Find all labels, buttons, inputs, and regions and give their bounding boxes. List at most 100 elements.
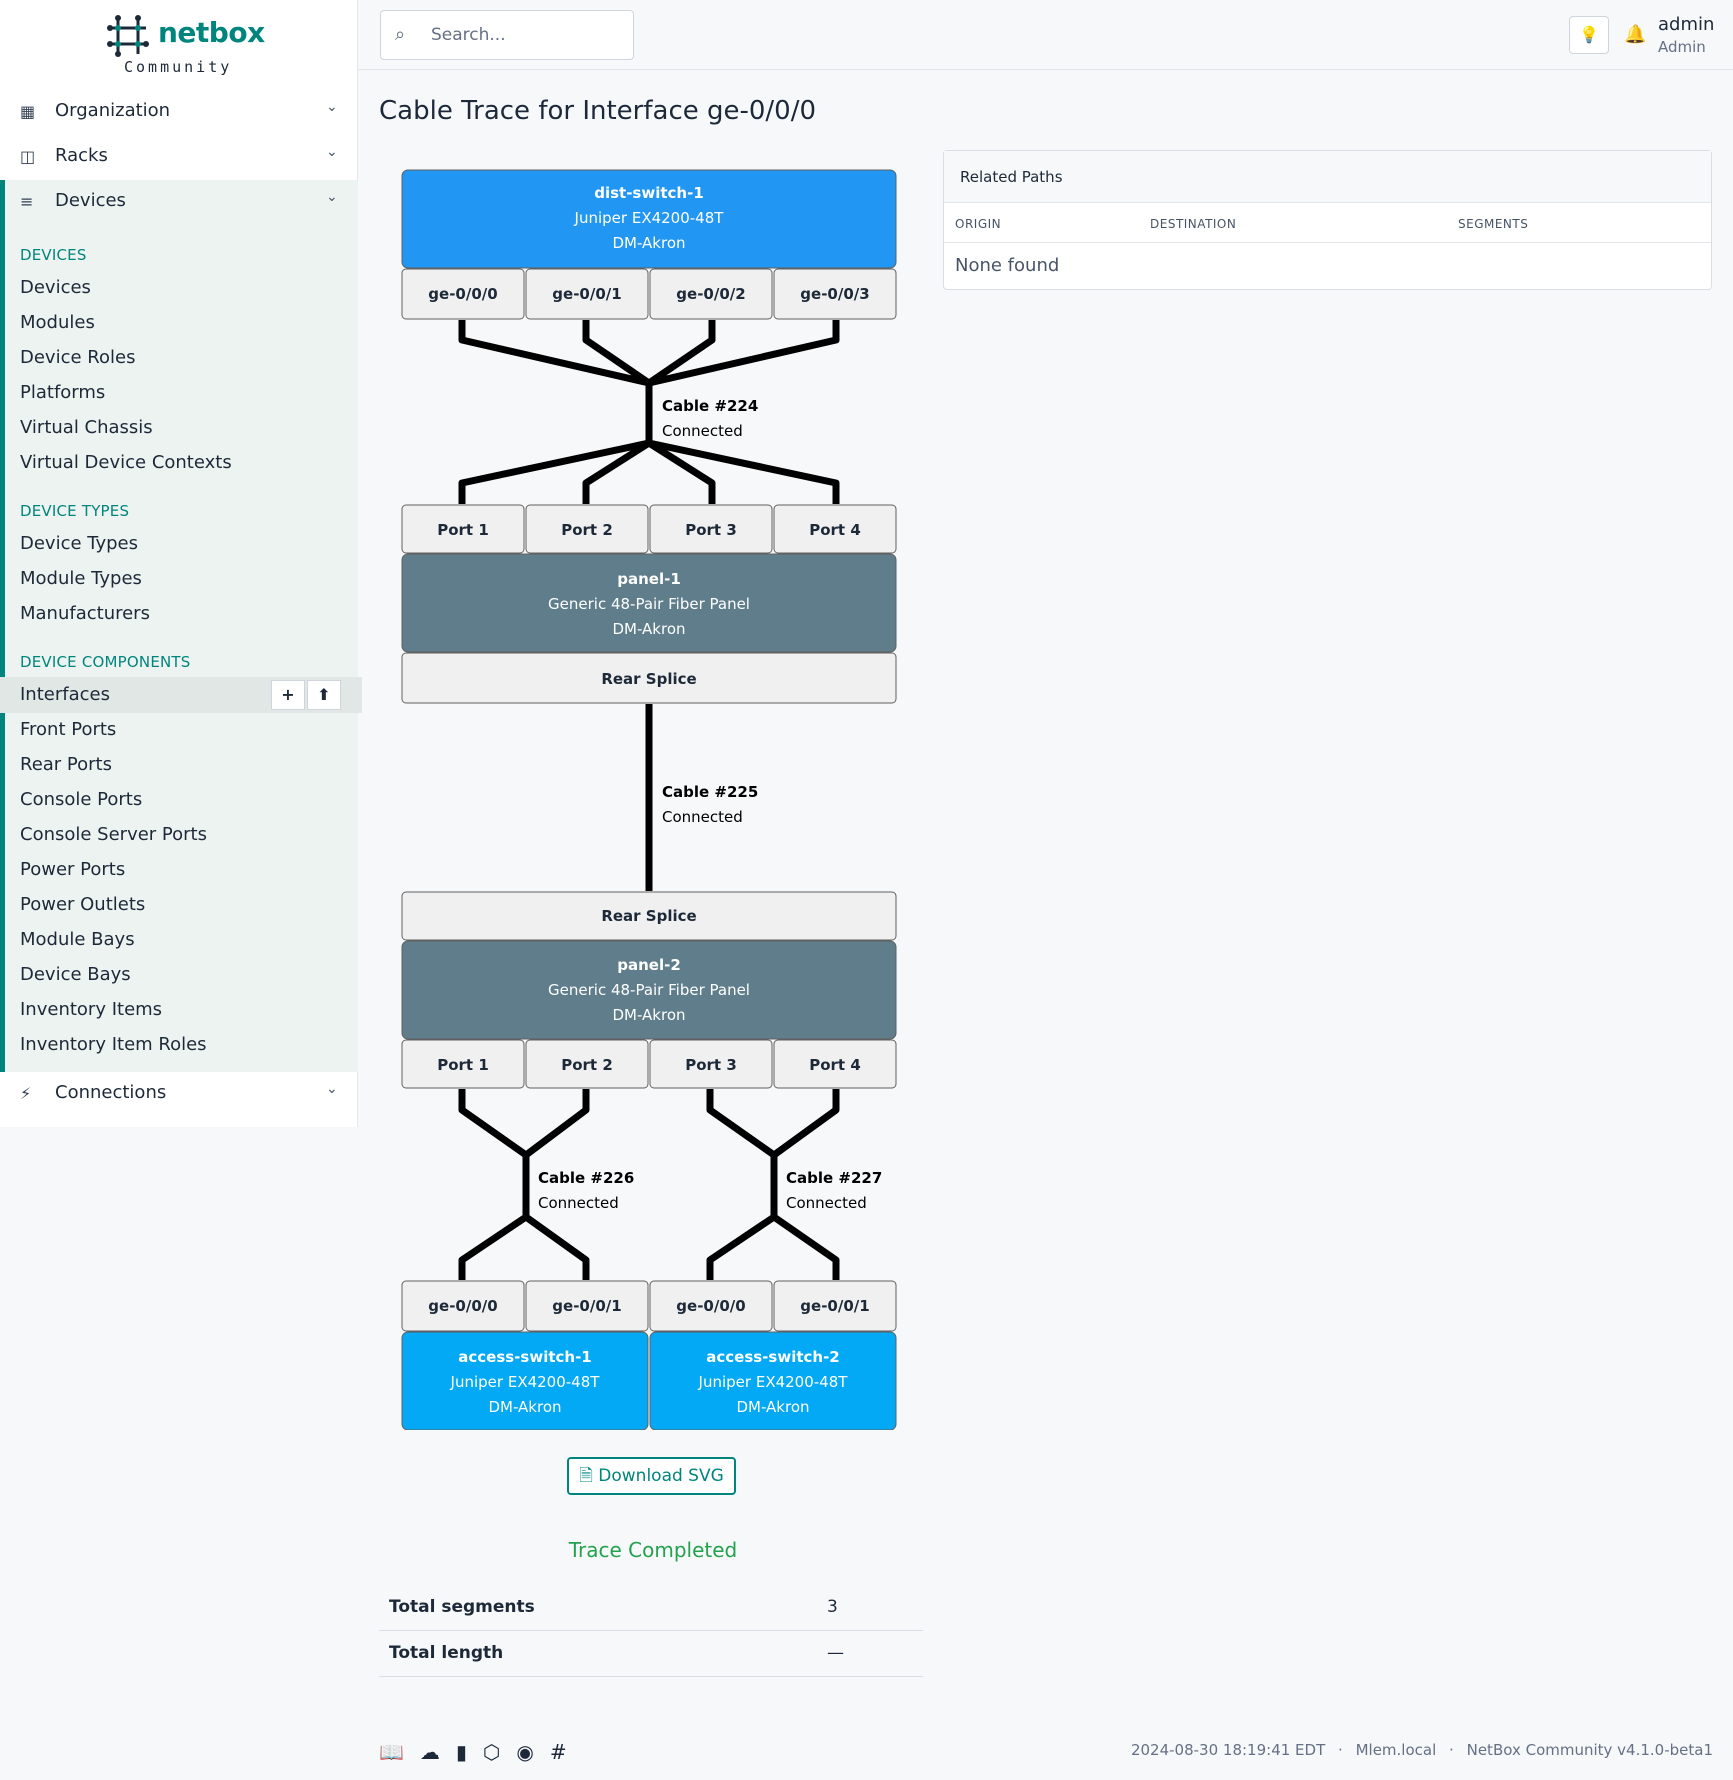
nav-item-virtual-device-contexts[interactable]: Virtual Device Contexts (20, 452, 232, 473)
device-dist-switch-1[interactable] (401, 169, 897, 269)
footer-version: NetBox Community v4.1.0-beta1 (1466, 1741, 1713, 1759)
nav-organization[interactable]: ▦ Organization ⌄ (0, 90, 358, 134)
nav-item-interfaces[interactable]: Interfaces (20, 684, 110, 705)
panel-2-port-2[interactable] (525, 1039, 649, 1089)
nav-item-inventory-items[interactable]: Inventory Items (20, 999, 163, 1020)
port-label: Port 3 (685, 521, 737, 539)
nav-item-platforms[interactable]: Platforms (20, 382, 106, 403)
nav-item-devices[interactable]: Devices (20, 277, 91, 298)
port-ge-0-0-1[interactable] (525, 268, 649, 320)
cable-227-label[interactable]: Cable #227 (786, 1169, 882, 1187)
user-name[interactable]: admin (1658, 14, 1715, 35)
panel-1-port-2[interactable] (525, 504, 649, 554)
related-paths-header: Related Paths (944, 151, 1711, 203)
bookmark-icon[interactable]: ▮ (455, 1740, 467, 1764)
nav-item-power-outlets[interactable]: Power Outlets (20, 894, 146, 915)
nav-item-device-bays[interactable]: Device Bays (20, 964, 131, 985)
port-label: ge-0/0/2 (676, 285, 745, 303)
cable-226-label[interactable]: Cable #226 (538, 1169, 634, 1187)
panel-1-rear-splice[interactable] (401, 652, 897, 704)
device-panel-2[interactable] (401, 940, 897, 1040)
building-icon: ▦ (20, 102, 36, 121)
access-2-port-ge-0-0-0[interactable] (649, 1280, 773, 1332)
nav-item-inventory-item-roles[interactable]: Inventory Item Roles (20, 1034, 207, 1055)
nav-item-module-bays[interactable]: Module Bays (20, 929, 135, 950)
access-1-port-ge-0-0-1[interactable] (525, 1280, 649, 1332)
panel-1-port-1[interactable] (401, 504, 525, 554)
panel-1-port-4[interactable] (773, 504, 897, 554)
device-site: DM-Akron (612, 1006, 685, 1024)
rear-splice-label: Rear Splice (601, 670, 696, 688)
search-input[interactable]: ⌕ Search... (380, 10, 634, 60)
nav-devices[interactable]: ≡ Devices ⌄ (0, 180, 358, 224)
device-type: Generic 48-Pair Fiber Panel (548, 981, 750, 999)
nav-item-front-ports[interactable]: Front Ports (20, 719, 117, 740)
brand-logo[interactable]: netbox Community (104, 12, 265, 80)
device-site: DM-Akron (488, 1398, 561, 1416)
nav-racks-label: Racks (55, 145, 108, 166)
nav-devices-label: Devices (55, 190, 126, 211)
import-interfaces-button[interactable]: ⬆ (307, 680, 341, 710)
cloud-icon[interactable]: ☁ (419, 1740, 440, 1764)
port-ge-0-0-2[interactable] (649, 268, 773, 320)
panel-2-rear-splice[interactable] (401, 891, 897, 941)
nav-item-device-roles[interactable]: Device Roles (20, 347, 136, 368)
summary-row: Total segments 3 (379, 1585, 923, 1631)
port-label: Port 4 (809, 521, 861, 539)
user-role: Admin (1658, 38, 1706, 56)
column-destination: DESTINATION (1150, 217, 1237, 231)
panel-2-port-1[interactable] (401, 1039, 525, 1089)
access-1-port-ge-0-0-0[interactable] (401, 1280, 525, 1332)
panel-2-port-3[interactable] (649, 1039, 773, 1089)
nav-item-console-ports[interactable]: Console Ports (20, 789, 143, 810)
summary-row: Total length — (379, 1631, 923, 1677)
cable-227-wires[interactable] (706, 1089, 840, 1280)
nav-item-modules[interactable]: Modules (20, 312, 95, 333)
nav-item-module-types[interactable]: Module Types (20, 568, 142, 589)
cable-225-label[interactable]: Cable #225 (662, 783, 758, 801)
panel-1-port-3[interactable] (649, 504, 773, 554)
nav-item-device-types[interactable]: Device Types (20, 533, 139, 554)
cable-224-label[interactable]: Cable #224 (662, 397, 758, 415)
nav-item-console-server-ports[interactable]: Console Server Ports (20, 824, 207, 845)
netbox-logo-icon (107, 15, 149, 57)
cable-224-wires[interactable] (458, 320, 840, 504)
search-placeholder: Search... (431, 25, 506, 45)
nav-item-rear-ports[interactable]: Rear Ports (20, 754, 112, 775)
download-svg-button[interactable]: 🗎 Download SVG (567, 1457, 736, 1495)
related-paths-columns: ORIGIN DESTINATION SEGMENTS (944, 203, 1711, 243)
section-heading-devices: DEVICES (20, 246, 87, 264)
nav-organization-label: Organization (55, 100, 171, 121)
chevron-down-icon: ⌄ (326, 144, 338, 160)
docs-icon[interactable]: 📖 (379, 1740, 404, 1764)
slack-icon[interactable]: # (549, 1740, 567, 1764)
trace-status: Trace Completed (568, 1538, 738, 1562)
chevron-down-icon: ⌄ (326, 189, 338, 205)
device-name: access-switch-2 (706, 1348, 840, 1366)
nav-connections[interactable]: ⚡ Connections ⌄ (0, 1072, 358, 1116)
device-access-switch-1[interactable] (401, 1331, 649, 1430)
nav-racks[interactable]: ◫ Racks ⌄ (0, 135, 358, 179)
nav-item-power-ports[interactable]: Power Ports (20, 859, 126, 880)
rack-icon: ◫ (20, 147, 36, 166)
device-panel-1[interactable] (401, 553, 897, 653)
port-label: Port 2 (561, 1056, 613, 1074)
cable-226-wires[interactable] (458, 1089, 590, 1280)
column-segments: SEGMENTS (1458, 217, 1529, 231)
access-2-port-ge-0-0-1[interactable] (773, 1280, 897, 1332)
device-name: panel-2 (617, 956, 681, 974)
github-icon[interactable]: ◉ (516, 1740, 534, 1764)
column-origin: ORIGIN (955, 217, 1002, 231)
port-ge-0-0-3[interactable] (773, 268, 897, 320)
bell-icon[interactable]: 🔔 (1624, 24, 1647, 45)
add-interface-button[interactable]: + (271, 680, 305, 710)
nav-item-manufacturers[interactable]: Manufacturers (20, 603, 150, 624)
port-ge-0-0-0[interactable] (401, 268, 525, 320)
lightbulb-icon[interactable]: 💡 (1569, 16, 1609, 54)
graphql-icon[interactable]: ⬡ (482, 1740, 501, 1764)
panel-2-port-4[interactable] (773, 1039, 897, 1089)
cable-trace-diagram: .dev-name { font-family: "DejaVu Sans", … (401, 169, 897, 1430)
nav-item-virtual-chassis[interactable]: Virtual Chassis (20, 417, 153, 438)
devices-menu: ≡ Devices ⌄ DEVICES Devices Modules Devi… (0, 180, 362, 1072)
device-access-switch-2[interactable] (649, 1331, 897, 1430)
